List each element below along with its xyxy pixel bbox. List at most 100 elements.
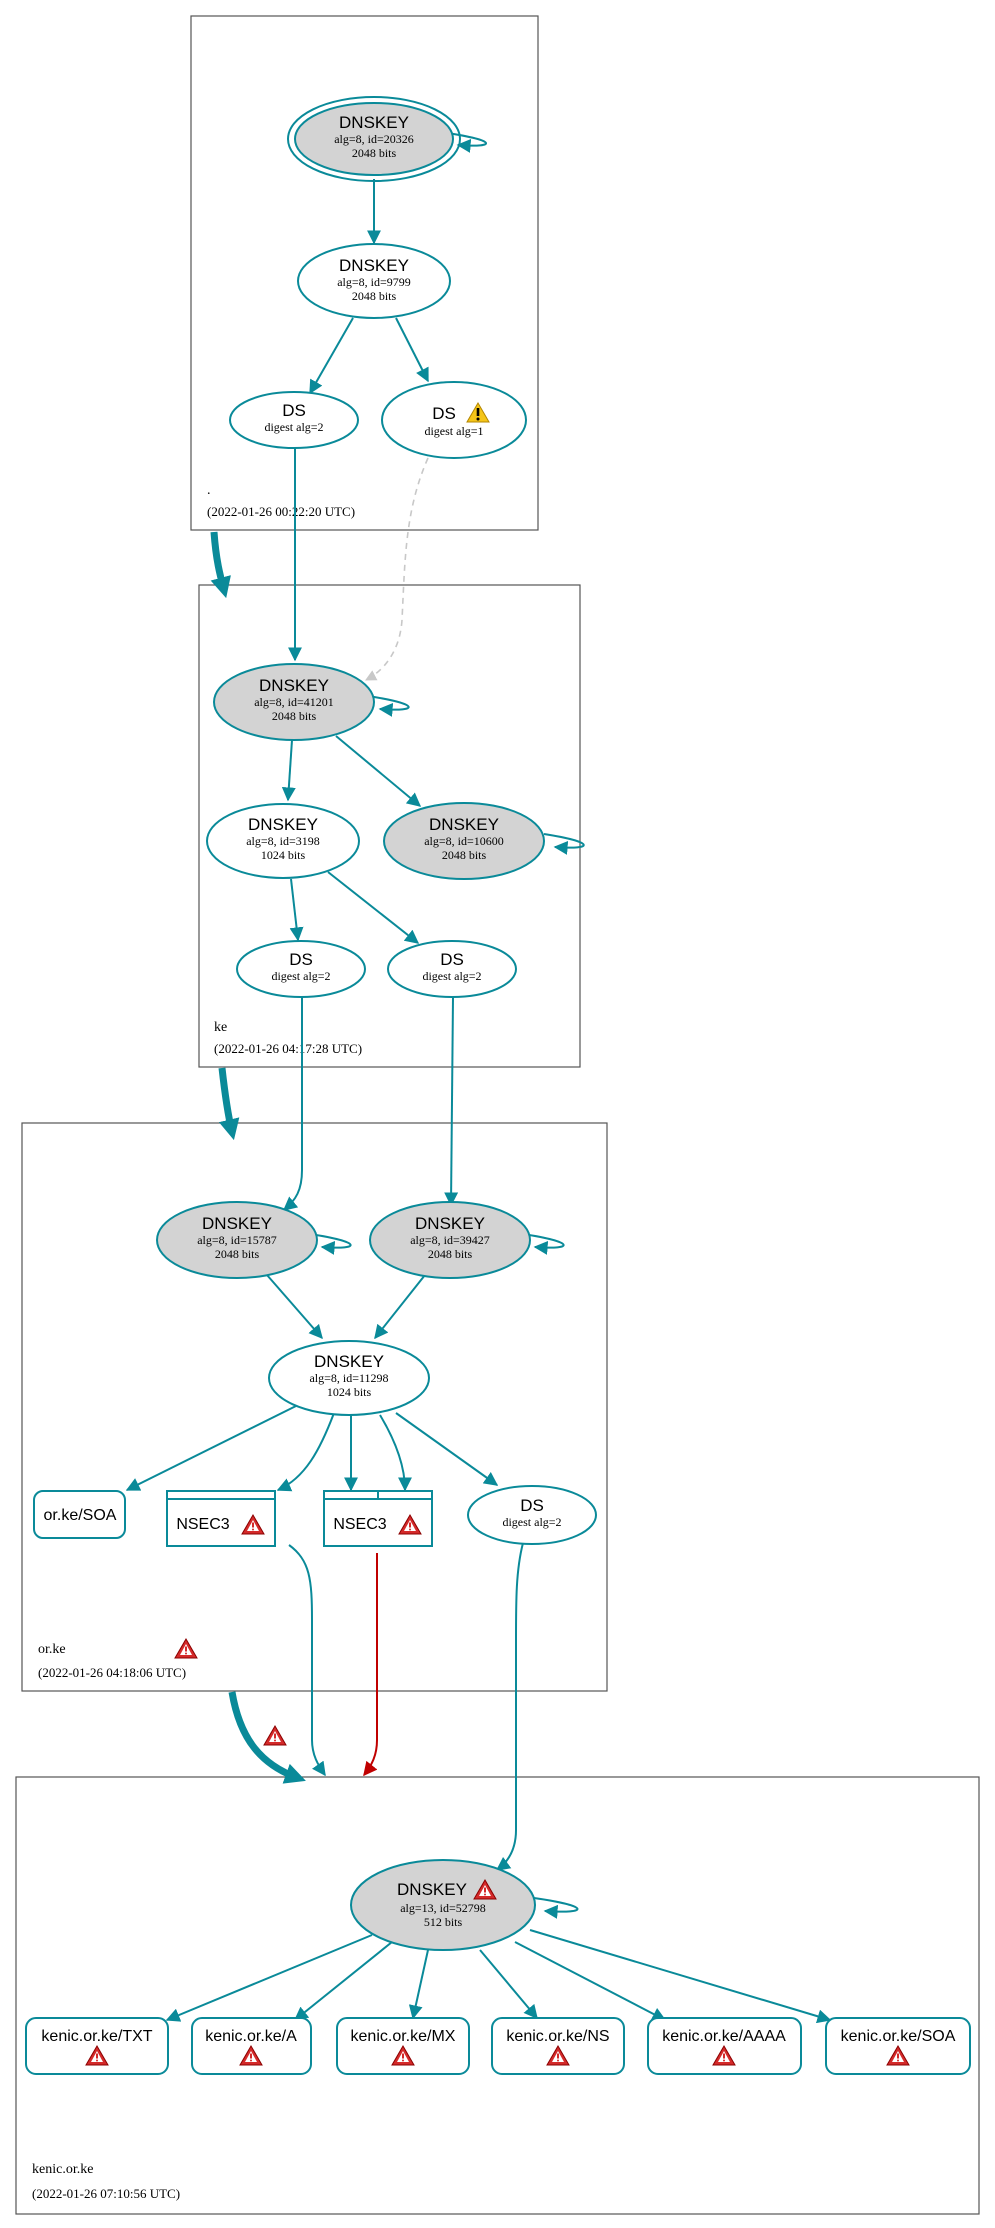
root-ds1-node[interactable]: DS digest alg=1	[381, 381, 527, 459]
zone-root-timestamp: (2022-01-26 00:22:20 UTC)	[207, 504, 355, 519]
record-soa-label: kenic.or.ke/SOA	[841, 2028, 956, 2045]
root-ksk-detail: alg=8, id=20326	[334, 132, 414, 146]
zone-kenic-name: kenic.or.ke	[32, 2162, 93, 2177]
edge-kenic-mx	[408, 1949, 429, 2020]
edge-ke-zsk-ds-b	[327, 871, 420, 944]
or-zsk-title: DNSKEY	[314, 1352, 384, 1371]
ke-zsk-node[interactable]: DNSKEY alg=8, id=3198 1024 bits	[206, 803, 360, 879]
zone-ke-timestamp: (2022-01-26 04:17:28 UTC)	[214, 1041, 362, 1056]
ke-ksk2-detail: alg=8, id=10600	[424, 834, 504, 848]
root-zsk-detail: alg=8, id=9799	[337, 275, 411, 289]
edge-ke-ksk1-self	[367, 695, 410, 717]
zone-orke-name: or.ke	[38, 1642, 66, 1657]
kenic-key-detail: alg=13, id=52798	[400, 1901, 486, 1915]
or-ds-title: DS	[520, 1496, 544, 1515]
edge-kenic-a	[293, 1941, 393, 2021]
or-zsk-detail: alg=8, id=11298	[309, 1371, 388, 1385]
edge-root-ds1-ke-ksk	[365, 457, 429, 681]
edge-ke-ksk1-ksk2	[335, 735, 422, 807]
record-soa-node[interactable]: kenic.or.ke/SOA	[825, 2017, 971, 2075]
root-zsk-title: DNSKEY	[339, 256, 409, 275]
root-ds2-title: DS	[282, 401, 306, 420]
edge-ke-ds-b-or-ksk2	[444, 996, 459, 1207]
edge-or-ksk1-zsk	[266, 1274, 323, 1340]
ke-zsk-title: DNSKEY	[248, 815, 318, 834]
record-ns-label: kenic.or.ke/NS	[506, 2028, 609, 2045]
edge-root-ksk-self	[439, 131, 488, 153]
root-ds1-detail: digest alg=1	[424, 424, 483, 438]
edge-or-zsk-ds	[395, 1412, 499, 1486]
edge-nsec3-a-kenic	[288, 1544, 326, 1777]
record-ns-node[interactable]: kenic.or.ke/NS	[491, 2017, 625, 2075]
record-txt-label: kenic.or.ke/TXT	[41, 2028, 152, 2045]
ke-ksk1-bits: 2048 bits	[272, 709, 317, 723]
root-ksk-title: DNSKEY	[339, 113, 409, 132]
edge-ke-ds-a-or-ksk1	[282, 997, 303, 1211]
or-ksk1-bits: 2048 bits	[215, 1247, 260, 1261]
delegation-ke-orke	[218, 1067, 240, 1141]
or-ksk1-title: DNSKEY	[202, 1214, 272, 1233]
ke-ksk2-bits: 2048 bits	[442, 848, 487, 862]
delegation-root-ke	[210, 531, 231, 599]
or-ds-detail: digest alg=2	[502, 1515, 561, 1529]
edge-ke-ksk2-self	[543, 833, 585, 855]
root-ksk-node[interactable]: DNSKEY alg=8, id=20326 2048 bits	[287, 96, 461, 182]
edge-nsec3-b-kenic	[363, 1553, 378, 1777]
or-nsec3-b-node[interactable]: NSEC3	[323, 1490, 433, 1547]
or-soa-node[interactable]: or.ke/SOA	[33, 1490, 126, 1539]
record-mx-node[interactable]: kenic.or.ke/MX	[336, 2017, 470, 2075]
edge-kenic-key-self	[533, 1897, 579, 1919]
or-ds-node[interactable]: DS digest alg=2	[467, 1485, 597, 1545]
edge-or-zsk-nsec3-b2	[379, 1414, 412, 1492]
ke-ds-a-node[interactable]: DS digest alg=2	[236, 940, 366, 998]
or-soa-label: or.ke/SOA	[44, 1507, 117, 1524]
or-ksk2-node[interactable]: DNSKEY alg=8, id=39427 2048 bits	[369, 1201, 531, 1279]
or-ksk1-detail: alg=8, id=15787	[197, 1233, 277, 1247]
edge-kenic-soa	[529, 1929, 832, 2024]
ke-ds-b-detail: digest alg=2	[422, 969, 481, 983]
or-nsec3-a-node[interactable]: NSEC3	[166, 1490, 276, 1547]
edge-or-ds-kenic-key	[495, 1542, 524, 1871]
or-nsec3-b-label: NSEC3	[333, 1516, 386, 1533]
ke-ksk1-node[interactable]: DNSKEY alg=8, id=41201 2048 bits	[213, 663, 375, 741]
or-zsk-bits: 1024 bits	[327, 1385, 372, 1399]
or-ksk2-bits: 2048 bits	[428, 1247, 473, 1261]
record-aaaa-node[interactable]: kenic.or.ke/AAAA	[647, 2017, 802, 2075]
zone-orke-timestamp: (2022-01-26 04:18:06 UTC)	[38, 1665, 186, 1680]
ke-ds-b-title: DS	[440, 950, 464, 969]
root-ksk-bits: 2048 bits	[352, 146, 397, 160]
root-ds2-node[interactable]: DS digest alg=2	[229, 391, 359, 449]
ke-ksk1-title: DNSKEY	[259, 676, 329, 695]
kenic-key-node[interactable]: DNSKEY alg=13, id=52798 512 bits	[350, 1859, 536, 1951]
edge-or-ksk2-self	[522, 1233, 565, 1255]
edge-ke-ksk1-zsk	[281, 739, 296, 802]
ke-ds-b-node[interactable]: DS digest alg=2	[387, 940, 517, 998]
or-zsk-node[interactable]: DNSKEY alg=8, id=11298 1024 bits	[268, 1340, 430, 1416]
ke-zsk-bits: 1024 bits	[261, 848, 306, 862]
or-nsec3-a-label: NSEC3	[176, 1516, 229, 1533]
kenic-key-title: DNSKEY	[397, 1880, 467, 1899]
edge-kenic-txt	[165, 1934, 373, 2022]
or-ksk1-node[interactable]: DNSKEY alg=8, id=15787 2048 bits	[156, 1201, 318, 1279]
edge-or-zsk-soa	[125, 1404, 299, 1491]
edge-root-zsk-ds2	[309, 317, 354, 395]
root-zsk-node[interactable]: DNSKEY alg=8, id=9799 2048 bits	[297, 243, 451, 319]
edge-kenic-aaaa	[514, 1941, 667, 2021]
edge-ke-zsk-ds-a	[289, 878, 304, 942]
edge-or-zsk-nsec3-a	[276, 1412, 335, 1492]
edge-root-zsk-ds1	[395, 317, 429, 383]
record-aaaa-label: kenic.or.ke/AAAA	[662, 2028, 786, 2045]
delegation-orke-kenic	[228, 1691, 306, 1784]
ke-ksk2-node[interactable]: DNSKEY alg=8, id=10600 2048 bits	[383, 802, 545, 880]
ke-ksk2-title: DNSKEY	[429, 815, 499, 834]
root-zsk-bits: 2048 bits	[352, 289, 397, 303]
record-txt-node[interactable]: kenic.or.ke/TXT	[25, 2017, 169, 2075]
record-a-node[interactable]: kenic.or.ke/A	[191, 2017, 312, 2075]
delegation-error-icon	[263, 1725, 287, 1746]
zone-kenic: kenic.or.ke (2022-01-26 07:10:56 UTC)	[15, 1776, 980, 2215]
edge-or-ksk1-self	[309, 1233, 352, 1255]
or-ksk2-title: DNSKEY	[415, 1214, 485, 1233]
edges	[125, 131, 832, 2024]
ke-ds-a-title: DS	[289, 950, 313, 969]
